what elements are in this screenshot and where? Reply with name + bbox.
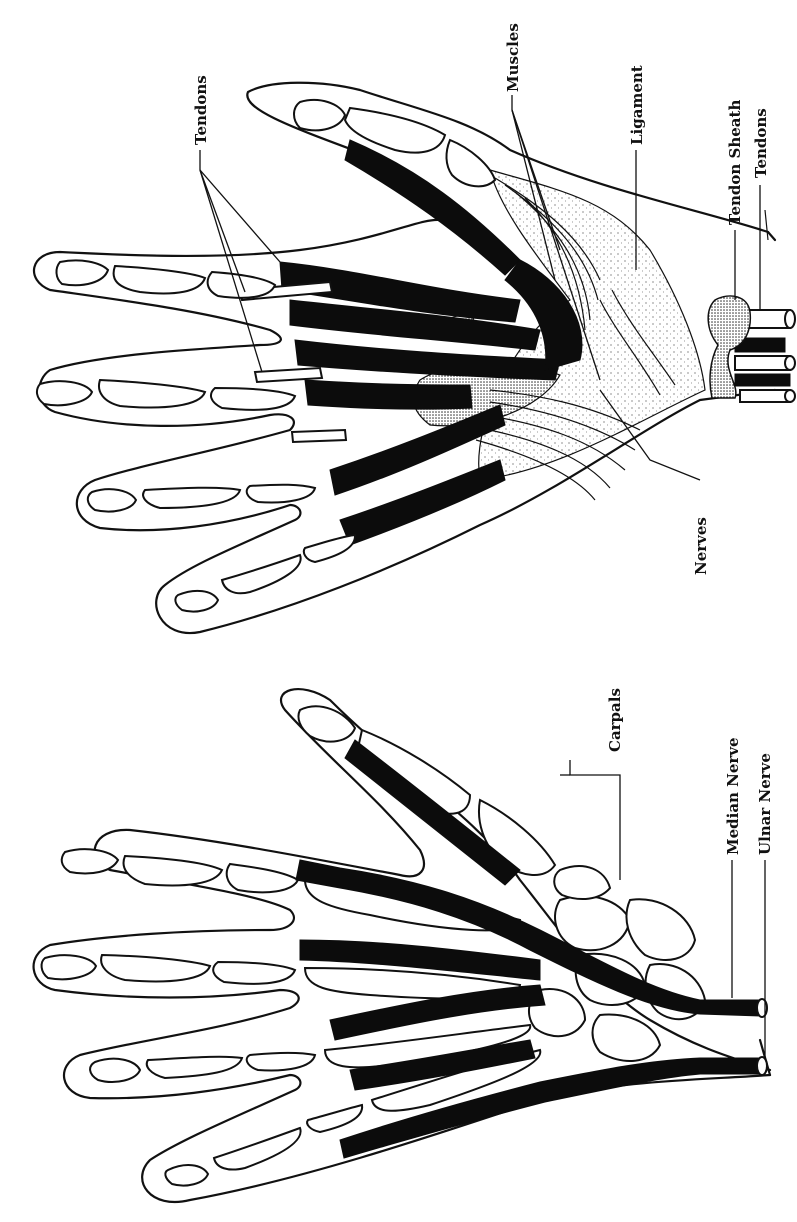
label-tendons-right: Tendons [752,108,770,178]
top-hand: Tendons Muscles Ligament Tendon Sheath T… [34,23,795,633]
ligament-region [479,170,705,480]
bottom-nerves [296,740,767,1158]
bottom-hand: Carpals Median Nerve Ulnar Nerve [34,688,774,1202]
bottom-labels: Carpals Median Nerve Ulnar Nerve [606,688,774,855]
label-muscles: Muscles [504,23,522,92]
label-nerves: Nerves [692,517,710,575]
label-carpals: Carpals [606,688,624,752]
label-tendons-left: Tendons [192,75,210,145]
wrist-tendons [708,296,795,402]
carpal-bones [529,866,705,1061]
label-ligament: Ligament [628,65,646,145]
label-median-nerve: Median Nerve [724,737,742,855]
label-tendon-sheath: Tendon Sheath [726,100,744,225]
label-ulnar-nerve: Ulnar Nerve [756,753,774,855]
